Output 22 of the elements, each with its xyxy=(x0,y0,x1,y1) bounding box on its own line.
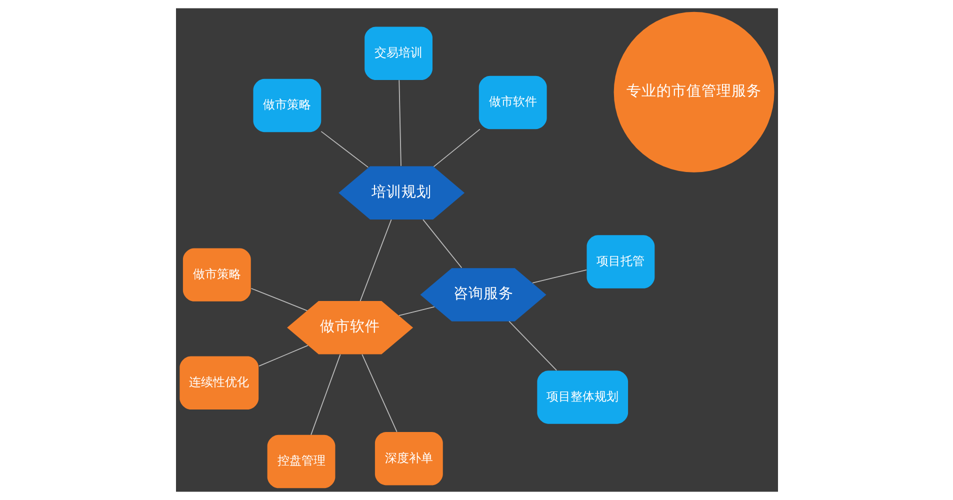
connector xyxy=(422,219,462,268)
connector xyxy=(398,80,401,166)
node-box: 连续性优化 xyxy=(179,356,258,410)
node-box: 做市软件 xyxy=(478,76,546,130)
connector xyxy=(361,354,397,432)
node-circle: 专业的市值管理服务 xyxy=(613,12,774,172)
connector xyxy=(508,320,557,371)
node-box: 做市策略 xyxy=(182,248,250,302)
connector xyxy=(398,306,434,316)
connector xyxy=(432,128,480,168)
node-box: 做市策略 xyxy=(252,78,321,132)
connector xyxy=(250,288,308,312)
node-box: 深度补单 xyxy=(374,432,442,486)
connector xyxy=(258,344,308,367)
connector xyxy=(532,269,586,284)
node-box: 项目托管 xyxy=(586,235,654,288)
node-box: 控盘管理 xyxy=(266,434,335,488)
node-box: 交易培训 xyxy=(364,26,432,80)
connector xyxy=(359,219,392,302)
connector xyxy=(310,354,340,436)
node-box: 项目整体规划 xyxy=(536,370,628,424)
connector xyxy=(320,130,368,168)
